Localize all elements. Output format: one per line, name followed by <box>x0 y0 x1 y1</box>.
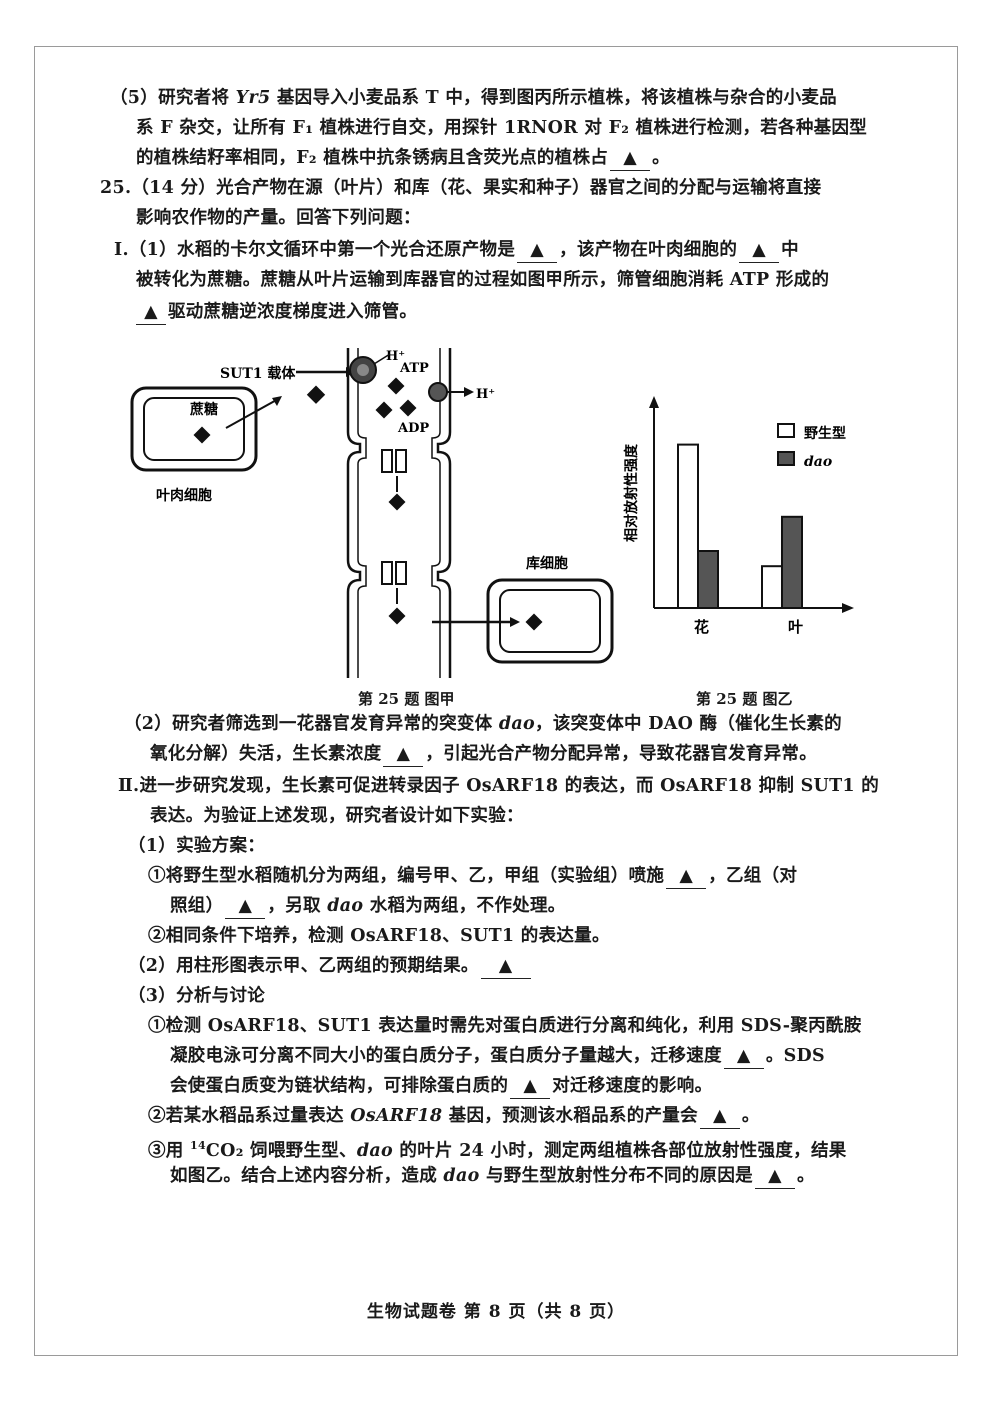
h-plus-label-1: H⁺ <box>386 349 405 364</box>
q24-5-line2: 系 F 杂交，让所有 F₁ 植株进行自交，用探针 1RNOR 对 F₂ 植株进行… <box>136 118 868 138</box>
q25-II1a-line2: 照组）▲，另取 dao 水稻为两组，不作处理。 <box>170 894 566 919</box>
figure-a-caption: 第 25 题 图甲 <box>358 690 455 708</box>
q25-II-line1: Ⅱ.进一步研究发现，生长素可促进转录因子 OsARF18 的表达，而 OsARF… <box>118 776 880 796</box>
q25-II1b: ②相同条件下培养，检测 OsARF18、SUT1 的表达量。 <box>148 926 610 946</box>
answer-blank: ▲ <box>754 1164 795 1189</box>
x-tick-leaf: 叶 <box>788 618 803 636</box>
figure-a-diagram: 蔗糖 叶肉细胞 SUT1 载体 H⁺ ATP H⁺ ADP 库细胞 <box>130 348 614 678</box>
q25-II-line2: 表达。为验证上述发现，研究者设计如下实验： <box>150 806 524 826</box>
q25-II2: （2）用柱形图表示甲、乙两组的预期结果。▲ <box>128 954 533 979</box>
answer-blank: ▲ <box>225 894 266 919</box>
sink-cell-label: 库细胞 <box>526 555 568 572</box>
q25-I1-line2: 被转化为蔗糖。蔗糖从叶片运输到库器官的过程如图甲所示，筛管细胞消耗 ATP 形成… <box>136 270 830 290</box>
page-border <box>34 46 958 1356</box>
figure-b-caption: 第 25 题 图乙 <box>696 690 793 708</box>
bar-dao-leaf <box>781 515 803 609</box>
q25-II3a-line2: 凝胶电泳可分离不同大小的蛋白质分子，蛋白质分子量越大，迁移速度▲。SDS <box>170 1044 825 1069</box>
q25-II3c-line2: 如图乙。结合上述内容分析，造成 dao 与野生型放射性分布不同的原因是▲。 <box>170 1164 815 1189</box>
y-axis-label: 相对放射性强度 <box>623 443 640 542</box>
bar-dao-flower <box>697 550 719 609</box>
answer-blank: ▲ <box>136 300 166 325</box>
q25-I1-line1: I.（1）水稻的卡尔文循环中第一个光合还原产物是▲，该产物在叶肉细胞的▲中 <box>114 238 799 263</box>
adp-label: ADP <box>397 421 429 436</box>
legend-swatch-wild <box>777 423 795 438</box>
q25-II3-title: （3）分析与讨论 <box>128 986 266 1006</box>
sut1-label: SUT1 载体 <box>220 365 296 382</box>
q25-I2-line1: （2）研究者筛选到一花器官发育异常的突变体 dao，该突变体中 DAO 酶（催化… <box>124 714 842 734</box>
answer-blank: ▲ <box>666 864 707 889</box>
sucrose-label: 蔗糖 <box>189 401 218 418</box>
q24-5-line3: 的植株结籽率相同，F₂ 植株中抗条锈病且含荧光点的植株占▲。 <box>136 146 670 171</box>
x-tick-flower: 花 <box>694 618 709 636</box>
answer-blank: ▲ <box>610 146 651 171</box>
answer-blank: ▲ <box>510 1074 551 1099</box>
answer-blank: ▲ <box>517 238 558 263</box>
bar-wild-flower <box>677 443 699 609</box>
mesophyll-label: 叶肉细胞 <box>156 487 212 504</box>
bar-wild-leaf <box>761 565 783 609</box>
q25-II1-title: （1）实验方案： <box>128 836 266 856</box>
legend-label-dao: dao <box>804 454 832 470</box>
q25-line1: 25.（14 分）光合产物在源（叶片）和库（花、果实和种子）器官之间的分配与运输… <box>100 178 822 198</box>
q24-5-line1: （5）研究者将 Yr5 基因导入小麦品系 T 中，得到图丙所示植株，将该植株与杂… <box>110 88 837 108</box>
legend-label-wild: 野生型 <box>804 425 846 442</box>
answer-blank: ▲ <box>383 742 424 767</box>
page-footer: 生物试题卷 第 8 页（共 8 页） <box>366 1302 626 1322</box>
q25-II3b: ②若某水稻品系过量表达 OsARF18 基因，预测该水稻品系的产量会▲。 <box>148 1104 760 1129</box>
q25-II3a-line3: 会使蛋白质变为链状结构，可排除蛋白质的▲对迁移速度的影响。 <box>170 1074 712 1099</box>
q25-line2: 影响农作物的产量。回答下列问题： <box>136 208 421 228</box>
h-plus-label-2: H⁺ <box>476 387 495 402</box>
answer-blank: ▲ <box>480 954 531 979</box>
answer-blank: ▲ <box>723 1044 764 1069</box>
q25-II3a-line1: ①检测 OsARF18、SUT1 表达量时需先对蛋白质进行分离和纯化，利用 SD… <box>148 1016 862 1036</box>
answer-blank: ▲ <box>739 238 780 263</box>
legend-swatch-dao <box>777 451 795 466</box>
q25-I1-line3: ▲驱动蔗糖逆浓度梯度进入筛管。 <box>136 300 417 325</box>
figure-b-chart: 相对放射性强度 野生型 dao 花 叶 <box>623 396 854 636</box>
answer-blank: ▲ <box>699 1104 740 1129</box>
q25-II1a-line1: ①将野生型水稻随机分为两组，编号甲、乙，甲组（实验组）喷施▲，乙组（对 <box>148 864 797 889</box>
q25-I2-line2: 氧化分解）失活，生长素浓度▲，引起光合产物分配异常，导致花器官发育异常。 <box>150 742 817 767</box>
atp-label: ATP <box>399 361 429 376</box>
q25-II3c-line1: ③用 14CO₂ 饲喂野生型、dao 的叶片 24 小时，测定两组植株各部位放射… <box>148 1139 847 1161</box>
